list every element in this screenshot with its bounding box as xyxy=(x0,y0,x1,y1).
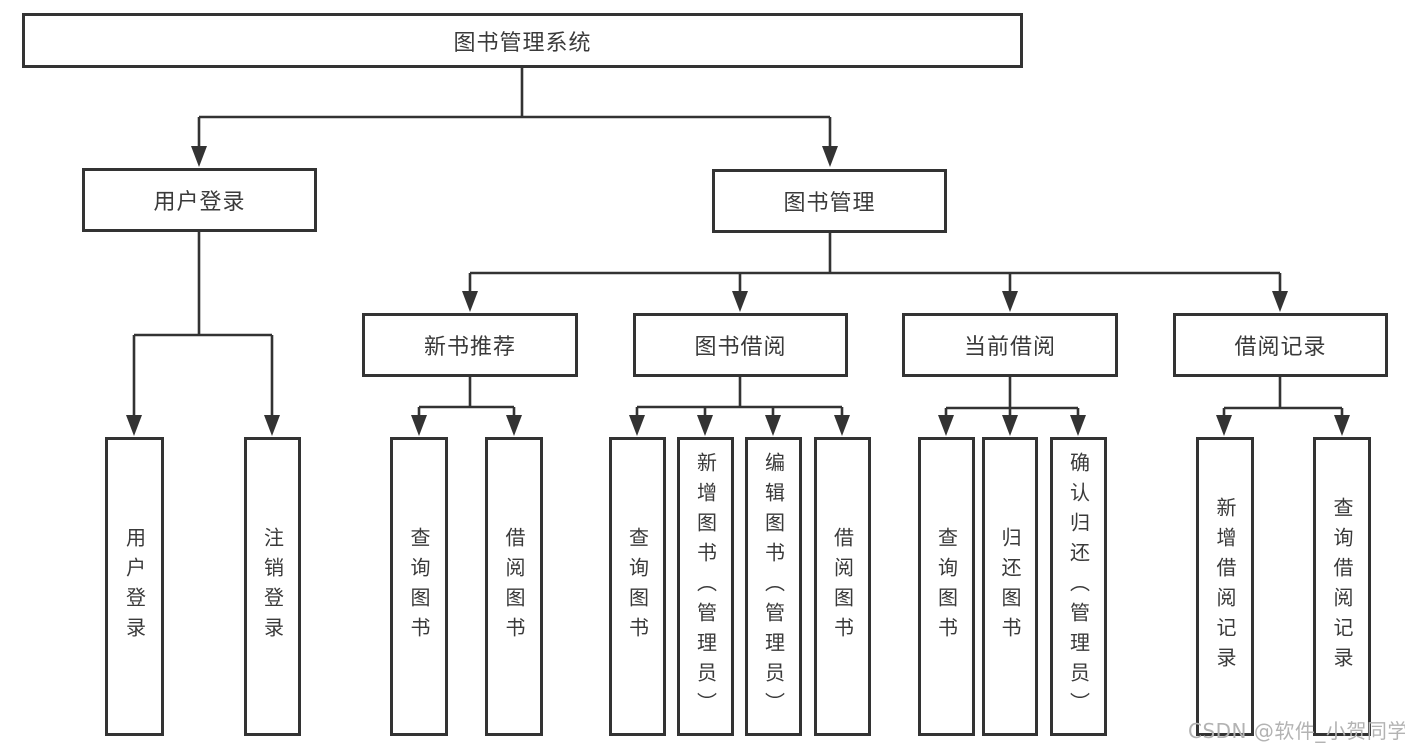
leaf-edit-books-admin: 编辑图书（管理员） xyxy=(745,437,802,736)
leaf-query-borrow-record: 查询借阅记录 xyxy=(1313,437,1371,736)
leaf-user-login: 用户登录 xyxy=(105,437,164,736)
leaf-query-books-recommend: 查询图书 xyxy=(390,437,448,736)
node-label: 新书推荐 xyxy=(423,335,516,360)
leaf-confirm-return-admin: 确认归还（管理员） xyxy=(1050,437,1107,736)
node-library-management-system: 图书管理系统 xyxy=(22,13,1023,68)
node-book-management: 图书管理 xyxy=(712,169,947,233)
leaf-label: 用户登录 xyxy=(122,526,147,647)
leaf-label: 查询图书 xyxy=(934,526,959,647)
leaf-borrow-books-borrowing: 借阅图书 xyxy=(814,437,871,736)
node-label: 借阅记录 xyxy=(1234,335,1327,360)
node-label: 用户登录 xyxy=(153,190,246,215)
node-borrowing-records: 借阅记录 xyxy=(1173,313,1388,377)
leaf-label: 编辑图书（管理员） xyxy=(761,451,786,722)
leaf-query-books-current: 查询图书 xyxy=(918,437,975,736)
leaf-label: 确认归还（管理员） xyxy=(1066,451,1091,722)
leaf-label: 新增借阅记录 xyxy=(1213,496,1237,677)
node-new-book-recommendation: 新书推荐 xyxy=(362,313,578,377)
leaf-add-books-admin: 新增图书（管理员） xyxy=(677,437,734,736)
leaf-add-borrow-record: 新增借阅记录 xyxy=(1196,437,1254,736)
leaf-label: 归还图书 xyxy=(998,526,1022,647)
node-label: 当前借阅 xyxy=(963,335,1056,360)
leaf-label: 注销登录 xyxy=(260,526,285,647)
leaf-label: 借阅图书 xyxy=(502,526,526,647)
node-user-login: 用户登录 xyxy=(82,168,317,232)
leaf-label: 查询借阅记录 xyxy=(1330,496,1354,677)
leaf-return-books: 归还图书 xyxy=(982,437,1038,736)
leaf-logout: 注销登录 xyxy=(244,437,301,736)
leaf-query-books-borrowing: 查询图书 xyxy=(609,437,666,736)
node-book-borrowing: 图书借阅 xyxy=(633,313,848,377)
leaf-label: 查询图书 xyxy=(625,526,650,647)
leaf-label: 查询图书 xyxy=(407,526,431,647)
leaf-label: 新增图书（管理员） xyxy=(693,451,718,722)
node-label: 图书管理 xyxy=(783,191,876,216)
node-current-borrowing: 当前借阅 xyxy=(902,313,1118,377)
csdn-watermark: CSDN @软件_小贺同学 xyxy=(1188,719,1405,743)
leaf-borrow-books-recommend: 借阅图书 xyxy=(485,437,543,736)
leaf-label: 借阅图书 xyxy=(830,526,855,647)
node-label: 图书管理系统 xyxy=(453,30,592,56)
node-label: 图书借阅 xyxy=(694,335,787,360)
